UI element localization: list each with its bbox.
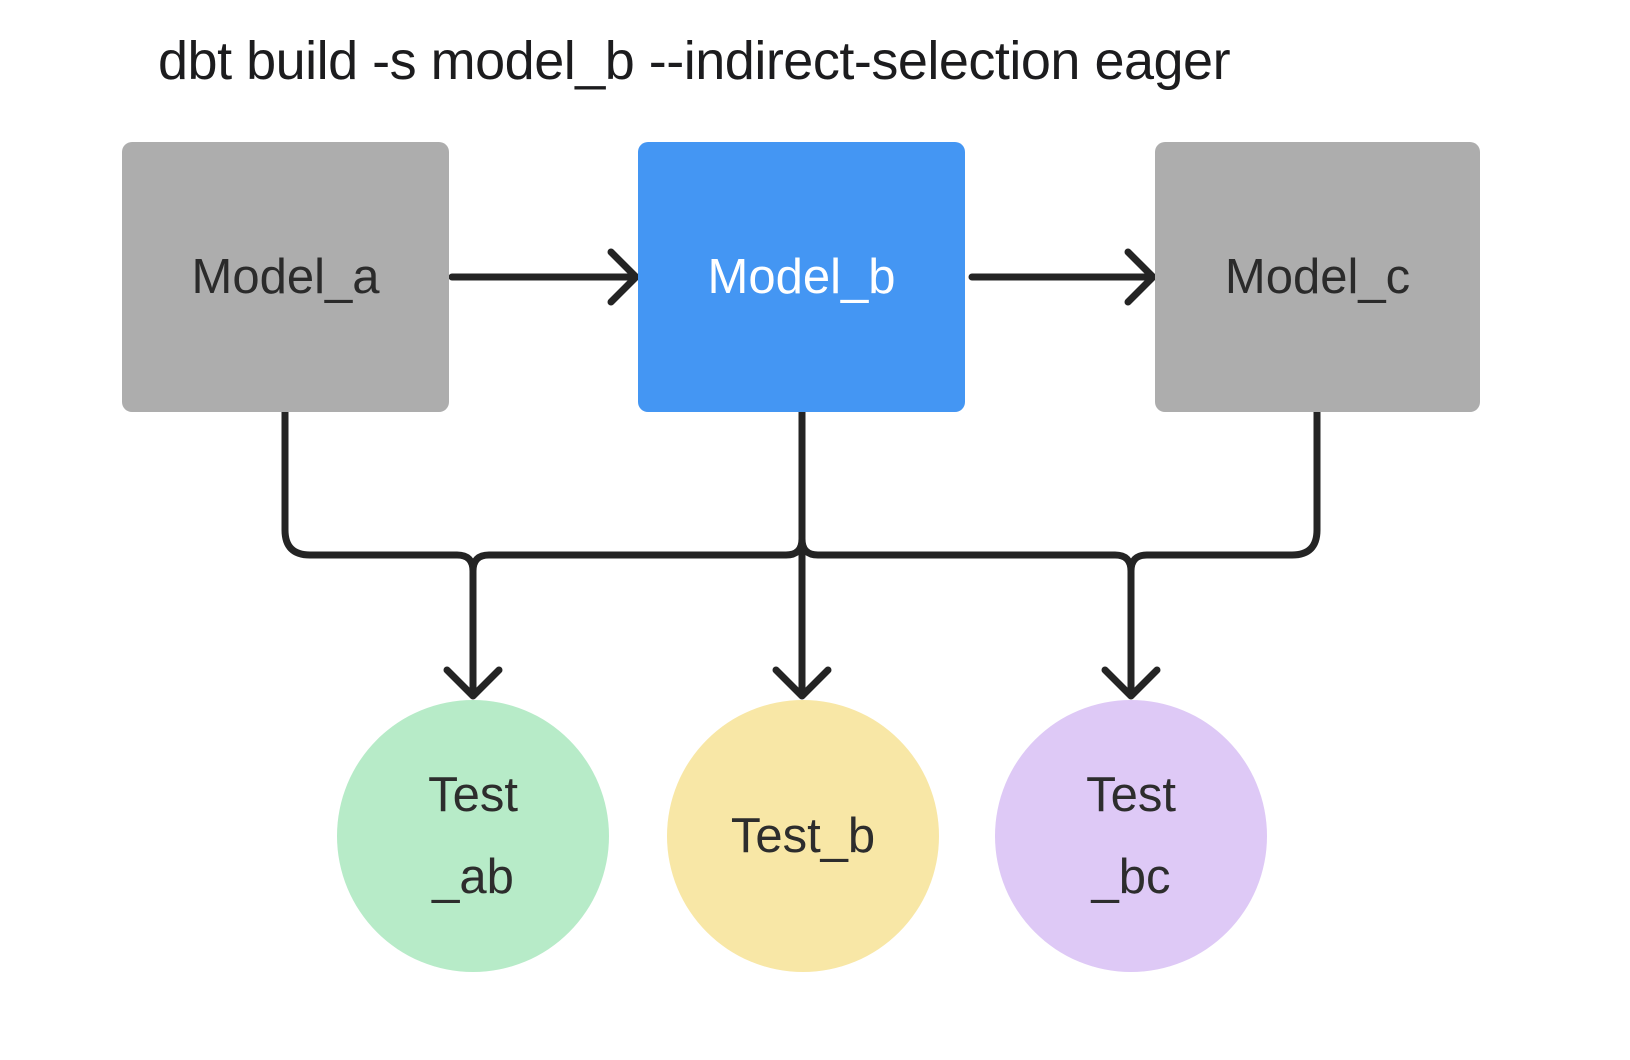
node-test-bc: Test _bc (995, 700, 1267, 972)
node-label-line: _ab (432, 850, 514, 904)
node-test-b: Test_b (667, 700, 939, 972)
edge-model-b-to-test-ab (469, 408, 806, 696)
node-label-line: Test (1086, 768, 1176, 822)
arrowhead-test-b (772, 666, 832, 700)
node-model-b: Model_b (638, 142, 965, 412)
edge-model-a-to-test-ab (281, 408, 477, 696)
arrowhead-test-bc (1101, 666, 1161, 700)
diagram-title: dbt build -s model_b --indirect-selectio… (158, 31, 1231, 91)
arrowhead-test-ab (443, 666, 503, 700)
node-model-a: Model_a (122, 142, 449, 412)
node-model-c: Model_c (1155, 142, 1480, 412)
node-label-line: Test (428, 768, 518, 822)
edge-model-b-to-test-bc (798, 408, 1135, 696)
node-model-a-label: Model_a (191, 250, 380, 304)
edge-model-a-to-model-b (448, 248, 640, 306)
edge-model-c-to-test-bc (1127, 408, 1321, 696)
node-model-b-label: Model_b (707, 250, 896, 304)
node-label-line: Test_b (730, 809, 876, 863)
node-test-ab: Test _ab (337, 700, 609, 972)
edge-model-b-to-model-c (968, 248, 1157, 306)
node-model-c-label: Model_c (1224, 250, 1411, 304)
node-label-line: _bc (1091, 850, 1171, 904)
